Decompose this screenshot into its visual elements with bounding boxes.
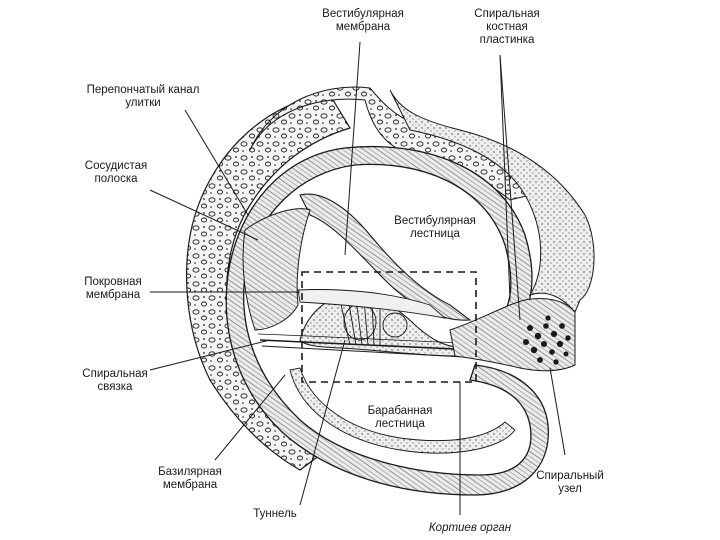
label-tectorial-membrane: Покровная мембрана [78, 276, 148, 302]
zoom-box [301, 271, 477, 383]
label-line: Спиральная [82, 368, 148, 380]
label-line: Вестибулярная [394, 215, 476, 227]
spiral-lamina-shape [449, 298, 576, 372]
label-spiral-ganglion: Спиральный узел [530, 470, 610, 496]
label-membranous-canal: Перепончатый канал улитки [82, 84, 204, 110]
label-line: узел [558, 483, 582, 495]
label-line: Спиральный [536, 470, 604, 482]
spiral-ganglion-cells [523, 315, 571, 365]
label-line: Покровная [84, 276, 142, 288]
label-line: мембрана [335, 21, 391, 33]
label-line: мембрана [162, 479, 218, 491]
label-organ-of-corti: Кортиев орган [420, 522, 520, 535]
modiolus-bone [389, 89, 595, 313]
label-line: Сосудистая [84, 160, 148, 172]
label-scala-tympani: Барабанная лестница [360, 405, 440, 431]
label-vestibular-membrane: Вестибулярная мембрана [318, 8, 408, 34]
label-line: Спиральная [474, 8, 540, 20]
label-basilar-membrane: Базилярная мембрана [150, 466, 230, 492]
label-line: связка [97, 381, 133, 393]
label-spiral-lamina: Спиральная костная пластинка [462, 8, 552, 47]
label-spiral-ligament: Спиральная связка [78, 368, 152, 394]
label-line: мембрана [85, 289, 141, 301]
label-line: костная [486, 21, 528, 33]
label-line: Барабанная [367, 405, 433, 417]
leader-lines [149, 41, 566, 515]
stria-vascularis-shape [242, 208, 311, 331]
label-line: улитки [125, 97, 161, 109]
label-line: Базилярная [158, 466, 222, 478]
bony-capsule [185, 94, 351, 471]
label-line: пластинка [479, 34, 535, 46]
label-line: лестница [410, 228, 460, 240]
label-line: Перепончатый канал [86, 84, 200, 96]
label-scala-vestibuli: Вестибулярная лестница [390, 215, 480, 241]
tympani-wall [289, 367, 516, 454]
label-line: Кортиев орган [428, 522, 512, 534]
label-line: лестница [375, 418, 425, 430]
label-tunnel: Туннель [240, 508, 310, 521]
tectorial-membrane-shape [297, 289, 447, 319]
label-stria-vascularis: Сосудистая полоска [80, 160, 152, 186]
vestibular-membrane-shape [299, 193, 472, 321]
label-line: Вестибулярная [322, 8, 404, 20]
label-line: Туннель [253, 508, 297, 520]
label-line: полоска [94, 173, 138, 185]
